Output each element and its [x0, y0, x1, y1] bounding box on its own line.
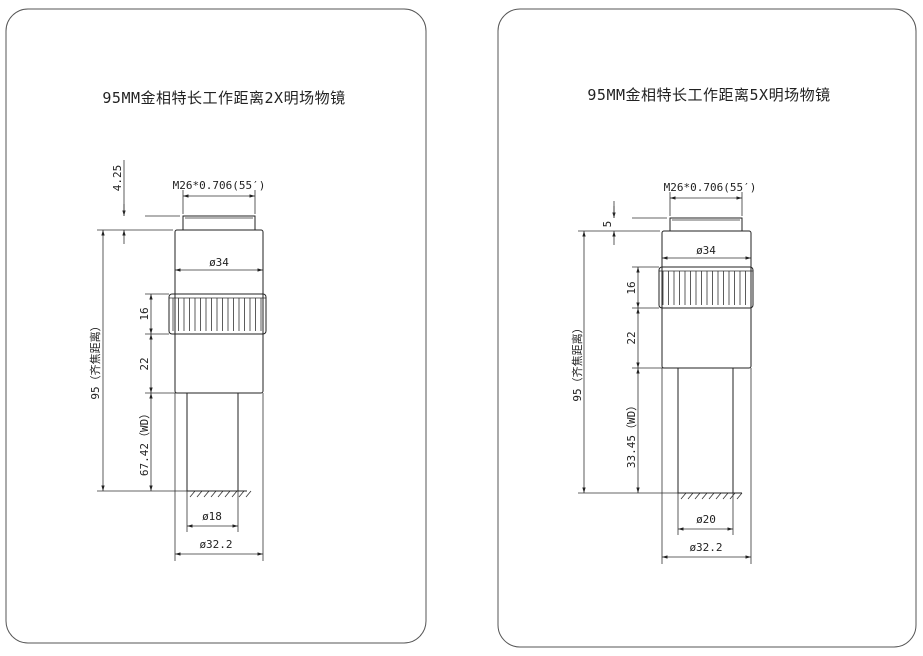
- hatch: [189, 490, 196, 498]
- lower-height-label: 22: [138, 357, 151, 370]
- hatch: [694, 492, 701, 500]
- panel-2x: [5, 8, 427, 644]
- hatch: [210, 490, 217, 498]
- hatch: [245, 490, 252, 498]
- panel-title: 95MM金相特长工作距离5X明场物镜: [587, 86, 830, 104]
- knurl-ring: [658, 266, 754, 309]
- panel-title: 95MM金相特长工作距离2X明场物镜: [102, 89, 345, 107]
- tip-diameter-label: ø20: [696, 513, 716, 526]
- hatch: [680, 492, 687, 500]
- knurl-ring: [168, 293, 267, 335]
- hatch: [224, 490, 231, 498]
- knurl-height-label: 16: [138, 307, 151, 320]
- bottom-diameter-label: ø32.2: [199, 538, 232, 551]
- parfocal-label: 95（齐焦距离）: [88, 320, 102, 399]
- hatch: [701, 492, 708, 500]
- tip-diameter-label: ø18: [202, 510, 222, 523]
- hatch: [687, 492, 694, 500]
- cap-height-label: 5: [601, 221, 614, 228]
- body-diameter-label: ø34: [696, 244, 716, 257]
- objective-2x-drawing: 95MM金相特长工作距离2X明场物镜 M26*0.706(55′) 4.25 ø…: [88, 89, 345, 561]
- hatch: [715, 492, 722, 500]
- hatch: [196, 490, 203, 498]
- hatch: [729, 492, 736, 500]
- working-distance-label: 67.42（WD）: [138, 408, 151, 476]
- hatch: [231, 490, 238, 498]
- hatch: [708, 492, 715, 500]
- thread-label: M26*0.706(55′): [664, 181, 757, 194]
- thread-cap: [182, 215, 256, 231]
- hatch: [203, 490, 210, 498]
- body-diameter-label: ø34: [209, 256, 229, 269]
- lower-height-label: 22: [625, 331, 638, 344]
- thread-cap: [669, 217, 743, 232]
- knurl-height-label: 16: [625, 281, 638, 294]
- hatch: [736, 492, 743, 500]
- cap-height-label: 4.25: [111, 165, 124, 192]
- hatch: [217, 490, 224, 498]
- panel-5x: [497, 8, 917, 648]
- thread-label: M26*0.706(55′): [173, 179, 266, 192]
- parfocal-label: 95（齐焦距离）: [570, 322, 584, 401]
- hatch: [722, 492, 729, 500]
- objective-5x-drawing: 95MM金相特长工作距离5X明场物镜 M26*0.706(55′) 5 ø34 …: [570, 86, 830, 564]
- hatch: [238, 490, 245, 498]
- working-distance-label: 33.45（WD）: [625, 400, 638, 468]
- bottom-diameter-label: ø32.2: [689, 541, 722, 554]
